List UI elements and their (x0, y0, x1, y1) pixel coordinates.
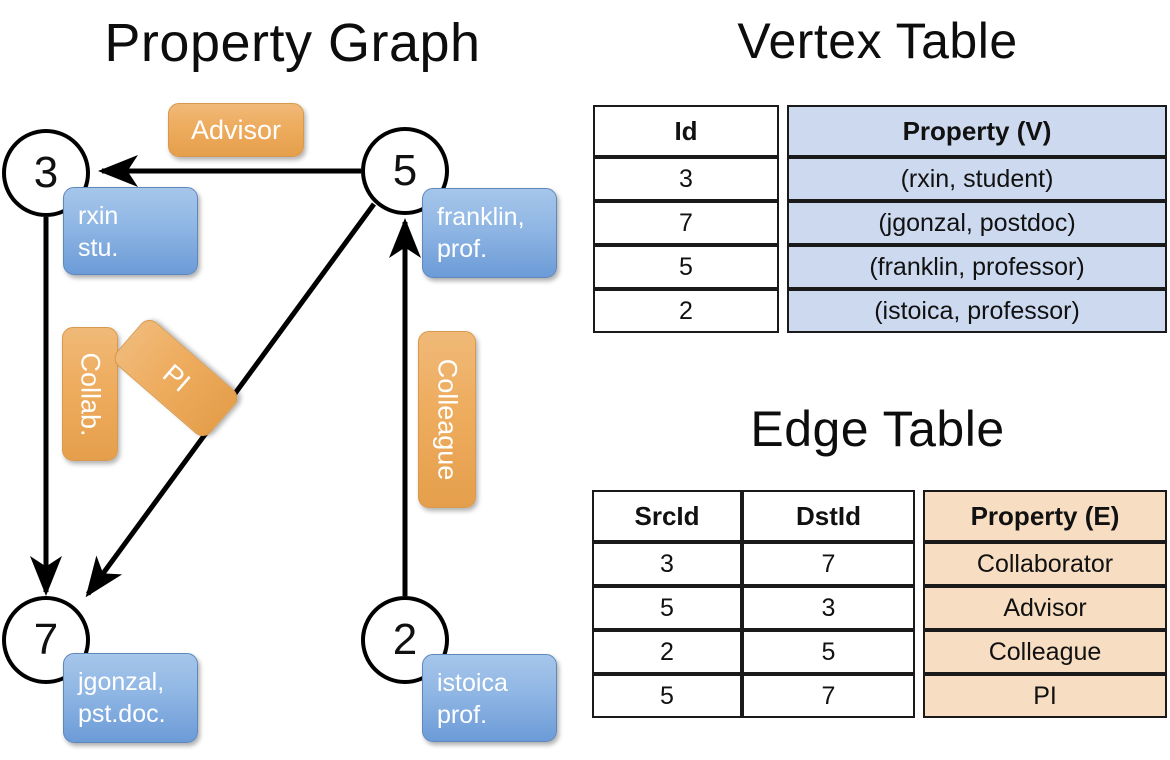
vertex-cell-property: (jgonzal, postdoc) (787, 201, 1167, 245)
node-property-box-2: istoica prof. (422, 654, 557, 742)
table-row: 2 (istoica, professor) (593, 289, 1167, 333)
node-property-box-5: franklin, prof. (422, 188, 557, 278)
edge-cell-srcid: 3 (592, 542, 742, 586)
node-property-line2: prof. (437, 701, 488, 729)
vertex-table-header-id: Id (593, 105, 779, 157)
edge-table-header-srcid: SrcId (592, 490, 742, 542)
edge-label-advisor: Advisor (168, 103, 304, 157)
edge-label-colleague-text: Colleague (432, 358, 463, 481)
node-property-line2: stu. (78, 234, 119, 262)
edge-label-colleague: Colleague (418, 331, 476, 508)
edge-cell-dstid: 7 (742, 674, 915, 718)
node-property-line2: pst.doc. (78, 700, 166, 728)
edge-label-advisor-text: Advisor (190, 114, 282, 145)
edge-cell-srcid: 5 (592, 586, 742, 630)
node-property-line1: istoica (437, 669, 508, 697)
edge-table-header-dstid: DstId (742, 490, 915, 542)
column-gap (779, 157, 787, 201)
column-gap (915, 674, 923, 718)
edge-cell-srcid: 5 (592, 674, 742, 718)
edge-table: SrcId DstId Property (E) 3 7 Collaborato… (592, 490, 1167, 718)
vertex-table-header-row: Id Property (V) (593, 105, 1167, 157)
vertex-cell-id: 3 (593, 157, 779, 201)
edge-cell-srcid: 2 (592, 630, 742, 674)
graph-node-2[interactable]: 2 (361, 596, 449, 684)
node-property-line1: franklin, (437, 203, 525, 231)
column-gap (915, 542, 923, 586)
table-row: 7 (jgonzal, postdoc) (593, 201, 1167, 245)
node-property-box-3: rxin stu. (63, 187, 198, 275)
column-gap (915, 630, 923, 674)
edge-cell-property: Advisor (923, 586, 1167, 630)
table-row: 5 (franklin, professor) (593, 245, 1167, 289)
page-title-property-graph: Property Graph (104, 13, 481, 73)
edge-cell-property: PI (923, 674, 1167, 718)
edge-cell-property: Colleague (923, 630, 1167, 674)
table-row: 3 (rxin, student) (593, 157, 1167, 201)
table-row: 2 5 Colleague (592, 630, 1167, 674)
vertex-cell-id: 5 (593, 245, 779, 289)
property-graph-diagram: 3 5 7 2 rxin stu. franklin, prof. jgonza… (2, 103, 557, 743)
vertex-table: Id Property (V) 3 (rxin, student) 7 (jgo… (593, 105, 1167, 333)
page-title-vertex-table: Vertex Table (737, 13, 1018, 69)
edge-cell-property: Collaborator (923, 542, 1167, 586)
column-gap (779, 201, 787, 245)
node-property-line1: jgonzal, (78, 668, 165, 696)
edge-label-collab: Collab. (62, 327, 118, 461)
table-row: 5 7 PI (592, 674, 1167, 718)
edge-cell-dstid: 3 (742, 586, 915, 630)
column-gap (779, 245, 787, 289)
node-property-box-7: jgonzal, pst.doc. (63, 653, 198, 743)
column-gap (915, 490, 923, 542)
column-gap (779, 105, 787, 157)
edge-cell-dstid: 5 (742, 630, 915, 674)
edge-label-pi-text: PI (156, 357, 196, 398)
column-gap (779, 289, 787, 333)
edge-table-header-row: SrcId DstId Property (E) (592, 490, 1167, 542)
page-title-edge-table: Edge Table (750, 401, 1005, 457)
node-property-line2: prof. (437, 235, 488, 263)
edge-cell-dstid: 7 (742, 542, 915, 586)
node-property-line1: rxin (78, 202, 119, 230)
edge-table-header-property: Property (E) (923, 490, 1167, 542)
vertex-cell-id: 7 (593, 201, 779, 245)
column-gap (915, 586, 923, 630)
vertex-table-header-property: Property (V) (787, 105, 1167, 157)
table-row: 5 3 Advisor (592, 586, 1167, 630)
graph-node-5[interactable]: 5 (361, 127, 449, 215)
vertex-cell-property: (rxin, student) (787, 157, 1167, 201)
vertex-cell-id: 2 (593, 289, 779, 333)
edge-label-collab-text: Collab. (75, 351, 106, 437)
vertex-cell-property: (franklin, professor) (787, 245, 1167, 289)
table-row: 3 7 Collaborator (592, 542, 1167, 586)
vertex-cell-property: (istoica, professor) (787, 289, 1167, 333)
